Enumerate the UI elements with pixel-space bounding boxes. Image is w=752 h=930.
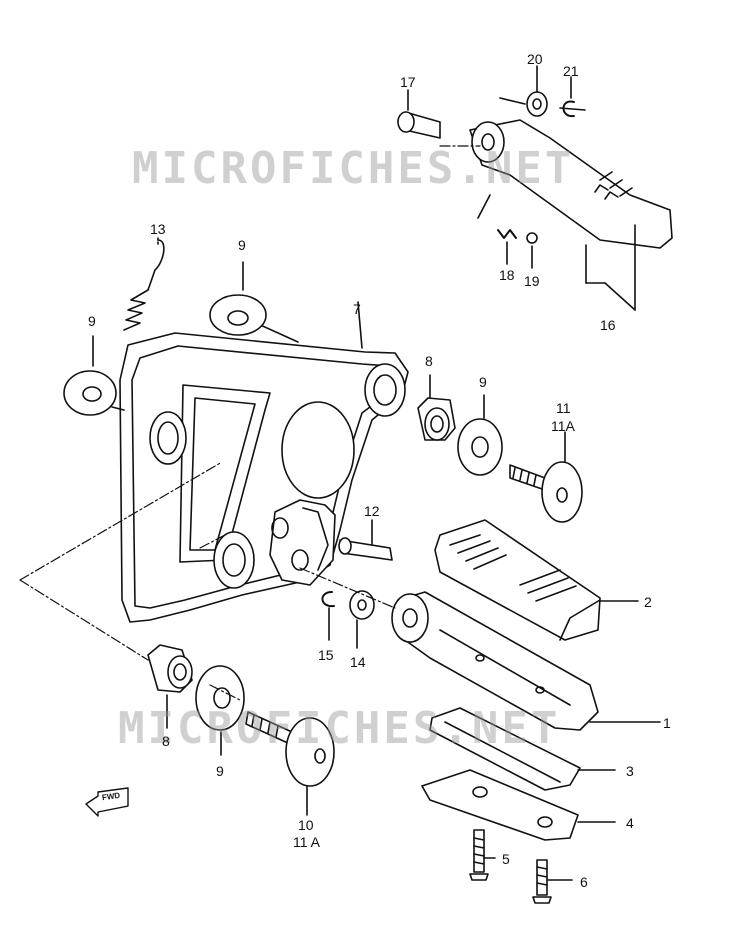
callout-10: 10 [298,817,314,833]
collar-8-top [418,398,455,440]
callout-2: 2 [644,594,652,610]
callout-20: 20 [527,51,543,67]
forward-arrow-icon [86,788,128,816]
callout-9-top: 9 [238,237,246,253]
washer-9-bottom [196,666,244,730]
rubber-plate [430,708,580,790]
callout-19: 19 [524,273,540,289]
pillion-peg-assembly [470,120,672,248]
washer-9-right [458,419,502,475]
callout-9-right: 9 [479,374,487,390]
callout-8-top: 8 [425,353,433,369]
footrest-body [392,592,598,730]
washer-9-left [64,371,116,415]
collar-8-bottom [148,645,192,692]
callout-18: 18 [499,267,515,283]
e-clip-15 [322,592,334,606]
callout-7: 7 [353,301,361,317]
footpeg-rubber [435,520,600,640]
washer-14 [350,591,374,619]
base-plate [422,770,578,840]
return-spring [124,240,164,330]
callout-1: 1 [663,715,671,731]
bolt-10 [246,712,334,786]
callout-11a-bottom: 11 A [293,834,320,850]
callout-11a-right: 11A [551,418,575,434]
callout-21: 21 [563,63,579,79]
callout-5: 5 [502,851,510,867]
callout-12: 12 [364,503,380,519]
callout-17: 17 [400,74,416,90]
callout-13: 13 [150,221,166,237]
detent-spring-18 [498,230,516,238]
detent-ball-19 [527,233,537,243]
pin-17 [398,112,440,138]
callout-3: 3 [626,763,634,779]
washer-20 [527,92,547,116]
callout-9-left: 9 [88,313,96,329]
callout-9-bottom: 9 [216,763,224,779]
callout-14: 14 [350,654,366,670]
callout-16: 16 [600,317,616,333]
washer-9-top [210,295,266,335]
pin-12 [339,538,392,560]
callout-4: 4 [626,815,634,831]
screw-5 [470,830,488,880]
watermark-bottom: MICROFICHES.NET [118,703,561,754]
watermark-top: MICROFICHES.NET [132,143,575,194]
callout-11: 11 [556,400,571,416]
callout-15: 15 [318,647,334,663]
callout-8-bottom: 8 [162,733,170,749]
footrest-bracket-plate [120,333,408,622]
callout-6: 6 [580,874,588,890]
bolt-11 [510,462,582,522]
screw-6 [533,860,551,903]
